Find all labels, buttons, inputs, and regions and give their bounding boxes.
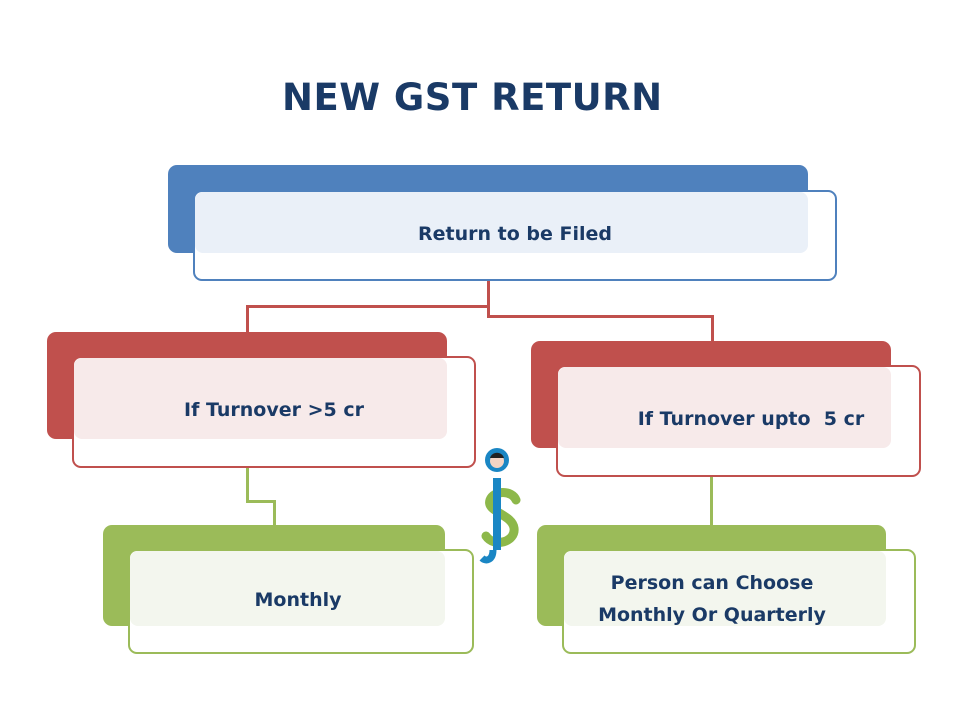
root-node-tint — [195, 192, 808, 253]
connector-root-stem — [487, 281, 490, 318]
connector-right-green — [710, 476, 713, 526]
left-condition-tint — [74, 358, 447, 439]
connector-right-horizontal — [487, 315, 714, 318]
right-condition-label: If Turnover upto 5 cr — [637, 408, 865, 430]
left-result-tint — [130, 551, 445, 626]
connector-left-horizontal — [246, 305, 490, 308]
left-result-label: Monthly — [254, 589, 342, 611]
connector-left-green-b — [246, 500, 276, 503]
connector-left-green-c — [273, 500, 276, 526]
right-condition-tint — [558, 367, 891, 448]
right-result-line1: Person can Choose — [610, 572, 814, 594]
page-title: NEW GST RETURN — [282, 76, 663, 119]
connector-right-drop — [711, 315, 714, 342]
left-condition-label: If Turnover >5 cr — [184, 399, 364, 421]
js-logo-icon — [479, 448, 521, 564]
root-node-label: Return to be Filed — [418, 223, 612, 245]
right-result-tint — [564, 551, 886, 626]
connector-left-green-a — [246, 467, 249, 502]
right-result-line2: Monthly Or Quarterly — [598, 604, 826, 626]
connector-left-drop — [246, 305, 249, 333]
